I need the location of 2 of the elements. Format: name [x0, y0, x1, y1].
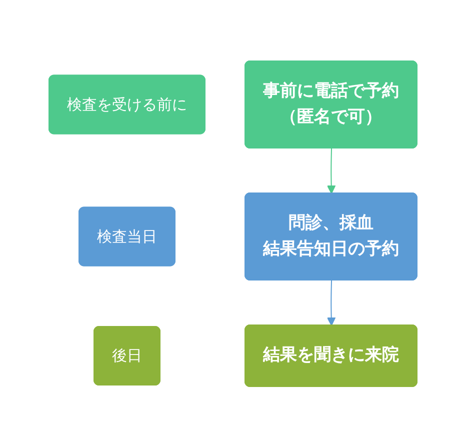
- arrow: [326, 280, 336, 326]
- arrow: [326, 148, 336, 194]
